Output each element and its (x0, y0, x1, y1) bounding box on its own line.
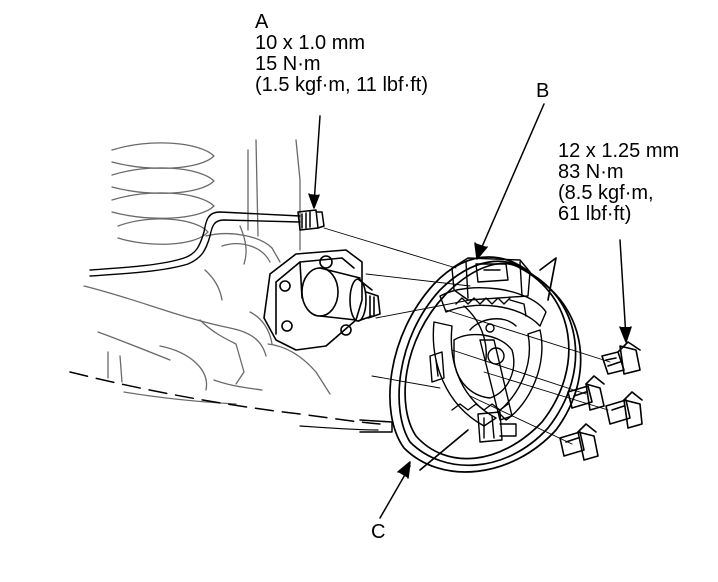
callout-a-torque: 15 N·m (255, 53, 321, 75)
leader-b (477, 103, 545, 257)
mounting-bolt-2 (567, 375, 605, 411)
arrow-c-head (397, 461, 411, 479)
brake-backing-plate (389, 256, 582, 473)
callout-a: A 10 x 1.0 mm 15 N·m (1.5 kgf·m, 11 lbf·… (255, 12, 428, 96)
brake-line (89, 211, 301, 277)
parking-brake-cable (69, 371, 393, 433)
callout-bolts-torque-alt-2: 61 lbf·ft) (558, 203, 632, 225)
callout-c-letter: C (371, 521, 386, 543)
callout-c: C (371, 522, 385, 543)
callout-a-letter: A (255, 11, 269, 33)
mounting-bolt-3 (605, 391, 643, 429)
callout-bolts: 12 x 1.25 mm 83 N·m (8.5 kgf·m, 61 lbf·f… (558, 141, 679, 225)
leader-a (313, 115, 321, 205)
mounting-bolt-1 (601, 341, 641, 375)
mounting-bolt-4 (559, 423, 599, 461)
brake-line-fitting (297, 209, 325, 231)
leader-bolts (619, 239, 627, 339)
arrow-bolts-head (619, 326, 632, 343)
callout-bolts-size: 12 x 1.25 mm (558, 140, 680, 162)
callout-bolts-torque-alt-1: (8.5 kgf·m, (558, 182, 654, 204)
hub-spindle (263, 249, 381, 351)
callout-a-size: 10 x 1.0 mm (255, 32, 366, 54)
background-suspension (83, 139, 331, 405)
arrow-b-head (474, 242, 488, 260)
brake-shoe-assembly (429, 257, 547, 443)
arrow-a-head (308, 193, 320, 209)
callout-bolts-torque: 83 N·m (558, 161, 624, 183)
callout-a-torque-alt: (1.5 kgf·m, 11 lbf·ft) (255, 74, 429, 96)
callout-b: B (536, 81, 549, 102)
mounting-bolts (559, 341, 643, 461)
callout-b-letter: B (536, 80, 550, 102)
leader-arrows (308, 103, 632, 519)
